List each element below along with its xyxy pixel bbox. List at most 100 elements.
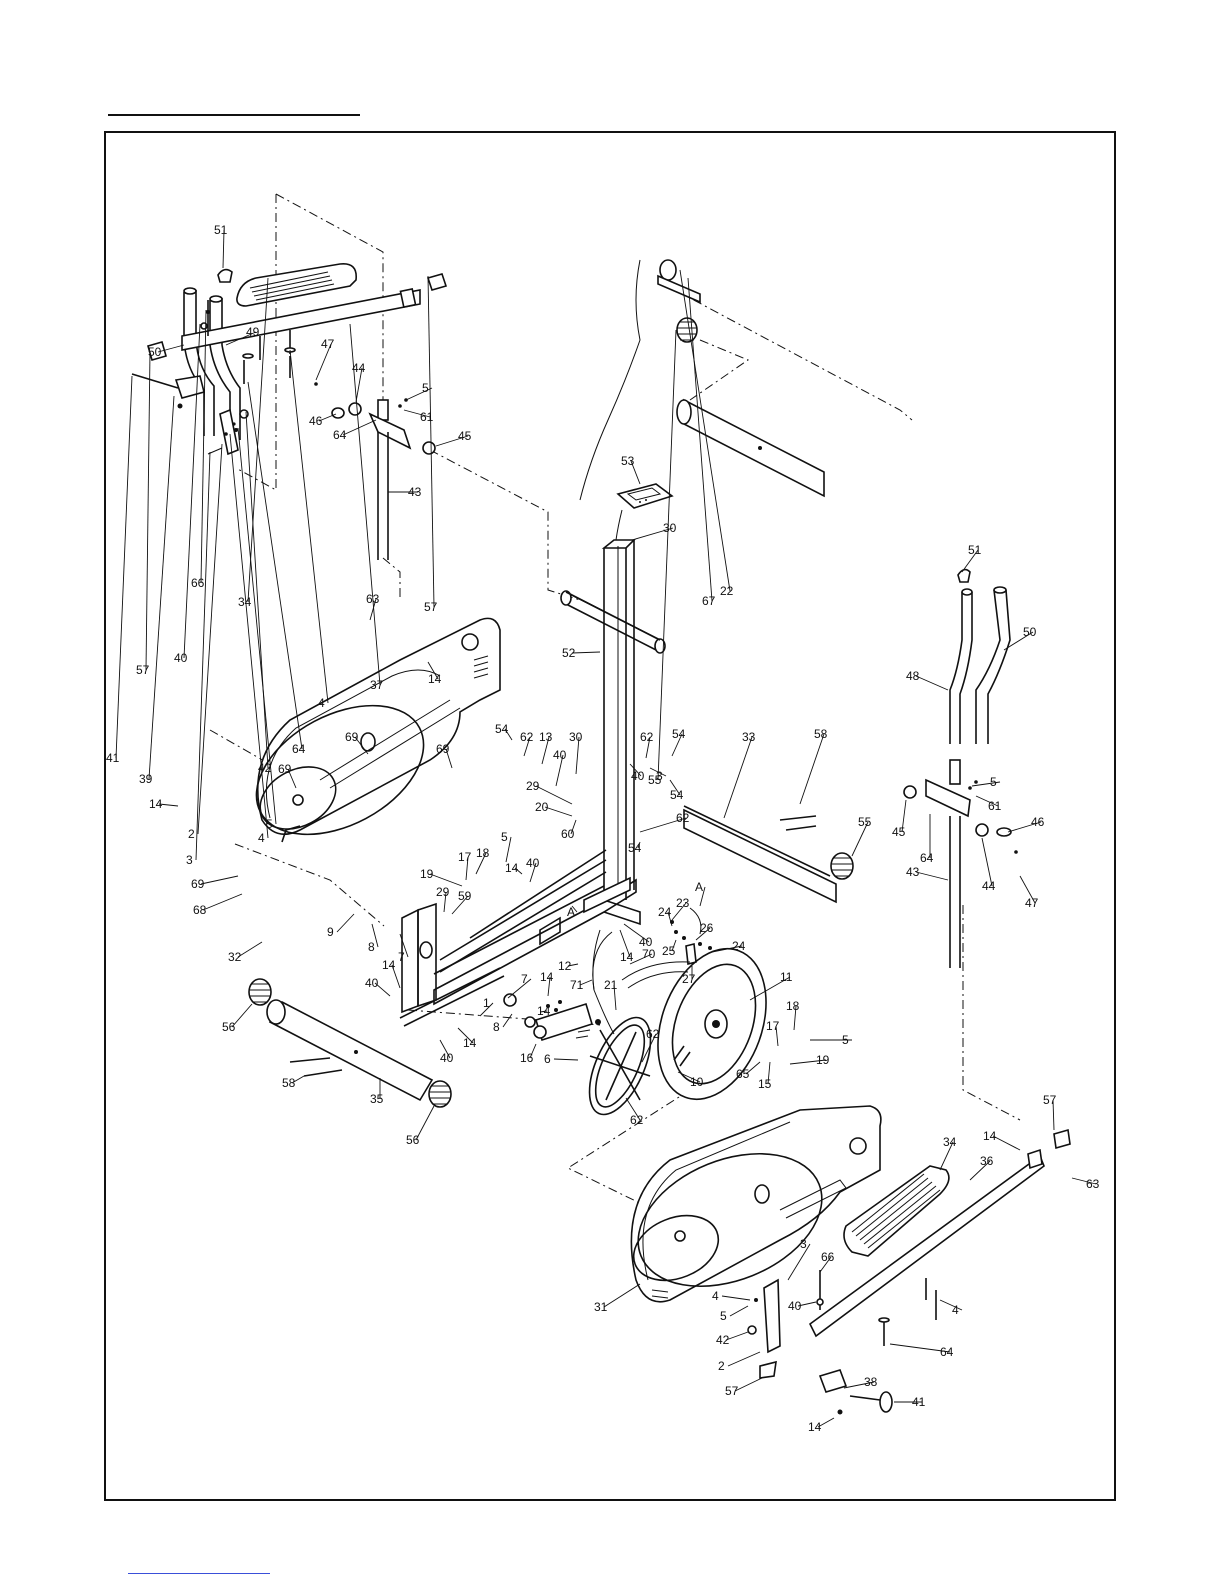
part-callout-label: 4 <box>258 831 265 845</box>
part-callout-label: 50 <box>1023 625 1037 639</box>
part-callout-label: 23 <box>676 896 690 910</box>
part-callout-label: 59 <box>458 889 472 903</box>
part-callout-label: 49 <box>246 325 260 339</box>
part-callout-label: 15 <box>758 1077 772 1091</box>
part-callout-label: A <box>695 880 703 894</box>
callout-leader <box>789 1059 827 1065</box>
header-rule <box>108 114 360 116</box>
part-callout-label: 40 <box>788 1299 802 1313</box>
part-callout-label: 5 <box>990 775 997 789</box>
part-callout-label: 40 <box>174 651 188 665</box>
part-callout-label: 4 <box>712 1289 719 1303</box>
part-callout-label: 46 <box>1031 815 1045 829</box>
callout-leader <box>336 913 355 933</box>
callout-leader <box>723 736 753 819</box>
part-callout-label: 61 <box>988 799 1002 813</box>
part-callout-label: 53 <box>621 454 635 468</box>
part-callout-label: 19 <box>420 867 434 881</box>
callout-leader <box>901 799 907 833</box>
part-callout-label: 4 <box>318 696 325 710</box>
part-callout-label: 14 <box>382 958 396 972</box>
callout-leader <box>222 229 225 269</box>
callout-leader <box>443 891 447 913</box>
part-callout-label: 64 <box>292 742 306 756</box>
part-callout-label: 40 <box>553 748 567 762</box>
callout-leader <box>649 767 667 777</box>
callout-leader <box>529 862 537 883</box>
part-callout-label: 5 <box>266 817 273 831</box>
part-callout-label: 12 <box>558 959 572 973</box>
part-callout-label: 30 <box>663 521 677 535</box>
part-callout-label: 46 <box>309 414 323 428</box>
callout-leader <box>369 598 377 621</box>
callout-leader <box>657 329 677 781</box>
part-callout-label: 69 <box>278 762 292 776</box>
part-callout-label: A <box>567 905 575 919</box>
part-callout-label: 45 <box>892 825 906 839</box>
part-callout-label: 57 <box>1043 1093 1057 1107</box>
part-callout-label: 69 <box>191 877 205 891</box>
part-callout-label: 10 <box>690 1075 704 1089</box>
crank-axle <box>503 993 593 1042</box>
part-callout-label: 69 <box>436 742 450 756</box>
part-callout-label: 62 <box>640 730 654 744</box>
part-callout-label: 17 <box>458 850 472 864</box>
part-callout-label: 37 <box>370 678 384 692</box>
callout-leader <box>843 1381 875 1389</box>
part-callout-label: 45 <box>458 429 472 443</box>
callout-leader <box>695 927 711 941</box>
callout-leader <box>439 1039 451 1059</box>
part-callout-label: 58 <box>282 1076 296 1090</box>
callout-leader <box>575 736 580 775</box>
part-callout-label: 54 <box>628 841 642 855</box>
callout-leader <box>1019 875 1036 904</box>
callout-leader <box>157 344 185 353</box>
part-callout-label: 30 <box>569 730 583 744</box>
callout-leader <box>669 779 681 796</box>
callout-leader <box>523 736 531 757</box>
callout-leader <box>183 323 201 659</box>
part-callout-label: 5 <box>422 381 429 395</box>
part-callout-label: 19 <box>816 1053 830 1067</box>
rear-stabilizer <box>683 805 837 904</box>
callout-leader <box>229 433 269 839</box>
part-callout-label: 63 <box>1086 1177 1100 1191</box>
part-callout-label: 33 <box>742 730 756 744</box>
part-callout-label: 40 <box>639 935 653 949</box>
callout-leader <box>349 323 381 686</box>
callout-leader <box>631 527 674 541</box>
callout-leader <box>247 277 269 603</box>
part-callout-label: 14 <box>537 1004 551 1018</box>
callout-leader <box>405 387 433 401</box>
callout-leader <box>435 435 469 447</box>
part-callout-label: 14 <box>540 970 554 984</box>
part-callout-label: 66 <box>821 1250 835 1264</box>
part-callout-label: 2 <box>718 1359 725 1373</box>
callout-leader <box>619 929 631 958</box>
part-callout-label: 22 <box>720 584 734 598</box>
callout-leader <box>939 1299 963 1311</box>
part-callout-label: 64 <box>333 428 347 442</box>
part-callout-label: 31 <box>594 1300 608 1314</box>
callout-leader <box>427 275 435 608</box>
part-callout-label: 56 <box>406 1133 420 1147</box>
part-callout-label: 62 <box>676 811 690 825</box>
part-callout-label: 57 <box>424 600 438 614</box>
callout-leader <box>613 984 617 1011</box>
part-callout-label: 64 <box>920 851 934 865</box>
left-pivot-assembly <box>314 382 436 560</box>
part-callout-label: 24 <box>732 939 746 953</box>
part-callout-label: 66 <box>191 576 205 590</box>
part-callout-label: 57 <box>136 663 150 677</box>
part-callout-label: 14 <box>620 950 634 964</box>
callout-leader <box>787 1243 811 1281</box>
footer-link-underline[interactable] <box>128 1573 270 1574</box>
right-pedal-arm <box>808 1128 1071 1415</box>
callout-leader <box>975 795 999 807</box>
part-callout-label: 18 <box>786 999 800 1013</box>
part-callout-label: 32 <box>228 950 242 964</box>
callout-leader <box>553 1058 579 1061</box>
callout-leader <box>427 661 439 680</box>
callout-leader <box>315 343 332 381</box>
callout-leader <box>514 867 523 875</box>
